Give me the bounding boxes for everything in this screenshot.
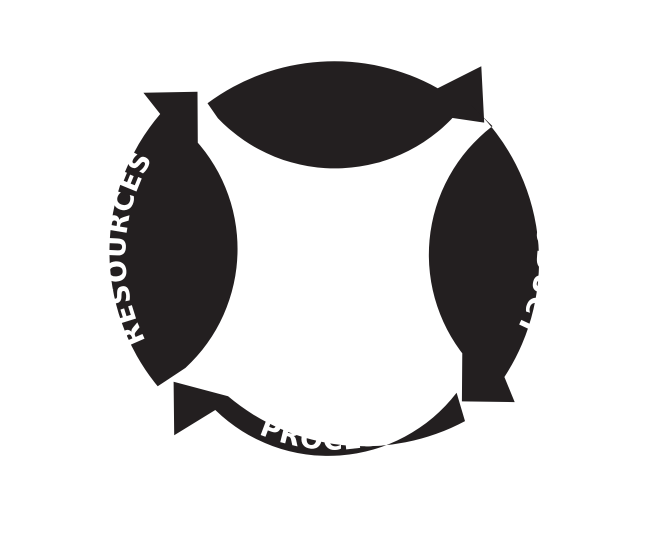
arrow-purpose	[207, 61, 485, 169]
arrow-product	[428, 105, 540, 403]
arrow-process	[173, 381, 465, 456]
label-process: PROCESS	[256, 412, 404, 457]
arrow-resources	[109, 91, 238, 387]
cycle-arrows	[109, 61, 540, 456]
